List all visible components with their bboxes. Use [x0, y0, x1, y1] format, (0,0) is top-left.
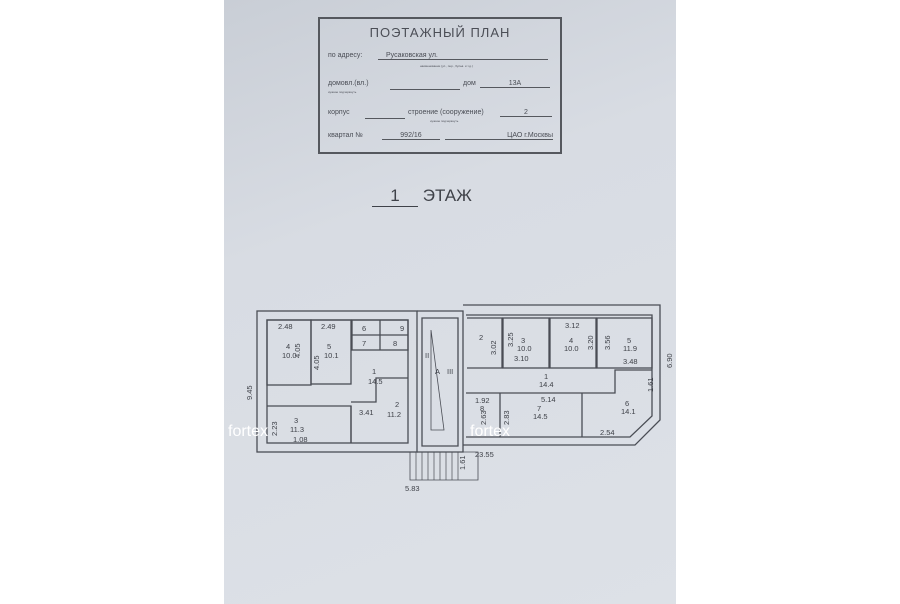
stair-label: II	[425, 351, 429, 360]
dim-length: 23.55	[475, 450, 494, 459]
dim: 2.23	[270, 421, 279, 436]
dim: 2.83	[502, 410, 511, 425]
korpus-label: корпус	[328, 109, 350, 116]
dim: 3.20	[586, 335, 595, 350]
stroenie-value: 2	[500, 109, 552, 117]
watermark-right: fortex	[470, 423, 510, 440]
dim: 3.10	[514, 354, 529, 363]
dim-width: 5.83	[405, 484, 420, 493]
room-number: 8	[393, 339, 397, 348]
room-number: 4	[286, 342, 290, 351]
dim: 1.61	[646, 377, 655, 392]
floor-plan-document	[224, 0, 676, 604]
address-value: Русаковская ул.	[378, 52, 548, 60]
room-area: 10.1	[324, 351, 339, 360]
dom-label: дом	[463, 80, 476, 87]
room-number: 3	[521, 336, 525, 345]
room-number: 3	[294, 416, 298, 425]
room-number: 4	[569, 336, 573, 345]
walls	[256, 304, 661, 481]
dim: 1.61	[458, 455, 467, 470]
dim: 2.54	[600, 428, 615, 437]
floor-heading: 1 ЭТАЖ	[372, 186, 472, 207]
floor-label: ЭТАЖ	[422, 186, 472, 205]
dim: 3.02	[489, 340, 498, 355]
dim: 3.12	[565, 321, 580, 330]
dim: 2.63	[479, 410, 488, 425]
room-area: 11.2	[387, 410, 401, 419]
kvartal-value: 992/16	[382, 132, 440, 140]
room-number: 5	[327, 342, 331, 351]
room-area: 14.4	[539, 380, 554, 389]
document-title: ПОЭТАЖНЫЙ ПЛАН	[369, 25, 511, 40]
dim: 3.25	[506, 332, 515, 347]
room-number: 1	[372, 367, 376, 376]
room-number: 6	[625, 399, 629, 408]
dim: 3.48	[623, 357, 638, 366]
room-area: 14.1	[621, 407, 636, 416]
floor-number: 1	[372, 186, 418, 207]
room-area: 10.0	[282, 351, 297, 360]
room-area: 10.0	[517, 344, 532, 353]
korpus-field	[365, 109, 405, 119]
room-number: 2	[395, 400, 399, 409]
dim: 4.05	[293, 343, 302, 358]
dim-height: 9.45	[245, 385, 254, 400]
room-area: 14.5	[368, 377, 383, 386]
domovl-label: домовл.(вл.)	[328, 80, 369, 87]
dom-value: 13А	[480, 80, 550, 88]
watermark: fortex fortex	[228, 423, 510, 440]
dim: 2.49	[321, 322, 336, 331]
dim: 1.92	[475, 396, 490, 405]
room-number: 8	[480, 404, 484, 413]
address-label: по адресу:	[328, 52, 363, 59]
dim: 1.08	[293, 435, 308, 444]
stroenie-label: строение (сооружение)	[408, 109, 484, 116]
stair-label: А	[435, 367, 440, 376]
room-area: 14.5	[533, 412, 548, 421]
room-number: 5	[627, 336, 631, 345]
room-area: 11.9	[623, 344, 637, 353]
room-number: 2	[479, 333, 483, 342]
district: ЦАО г.Москвы	[445, 132, 553, 140]
watermark-left: fortex	[228, 423, 268, 440]
dim: 3.41	[359, 408, 374, 417]
room-number: 6	[362, 324, 366, 333]
room-labels: 2.48 2.49 4 10.0 4.05 5 10.1 4.05 6 9 7 …	[245, 321, 674, 493]
kvartal-label: квартал №	[328, 132, 363, 139]
address-hint: наименование (ул., пер., бульв. и т.д.)	[420, 64, 473, 68]
room-number: 9	[400, 324, 404, 333]
room-area: 10.0	[564, 344, 579, 353]
dim: 5.14	[541, 395, 556, 404]
room-number: 1	[544, 372, 548, 381]
room-number: 7	[362, 339, 366, 348]
room-number: 7	[537, 404, 541, 413]
dim: 3.56	[603, 335, 612, 350]
dim: 2.48	[278, 322, 293, 331]
stair-label: III	[447, 367, 453, 376]
stroenie-hint: нужное подчеркнуть	[430, 119, 459, 123]
dim-height: 6.90	[665, 353, 674, 368]
dim: 4.05	[312, 355, 321, 370]
title-stamp: ПОЭТАЖНЫЙ ПЛАН по адресу: Русаковская ул…	[318, 17, 562, 154]
domovl-hint: нужное подчеркнуть	[328, 90, 357, 94]
domovl-field	[390, 80, 460, 90]
room-area: 11.3	[290, 425, 304, 434]
